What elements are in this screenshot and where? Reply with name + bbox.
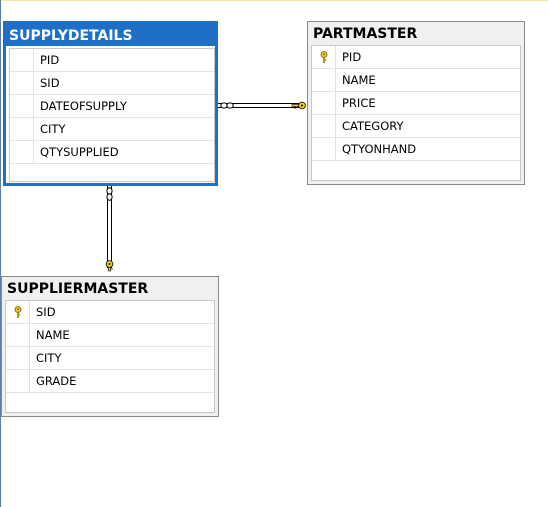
row-selector[interactable] [6,370,30,392]
table-title[interactable]: PARTMASTER [308,22,524,44]
row-selector[interactable] [312,92,336,114]
column-row[interactable]: PRICE [312,92,520,115]
column-name: GRADE [36,374,77,388]
row-selector[interactable] [312,46,336,68]
infinity-icon [106,187,113,201]
column-row[interactable]: GRADE [6,370,214,393]
row-selector[interactable] [10,49,34,71]
column-row[interactable]: PID [312,46,520,69]
column-name: SID [36,305,56,319]
row-selector[interactable] [6,301,30,323]
canvas-left-border [0,0,1,507]
key-icon [14,306,21,318]
column-name: CATEGORY [342,119,404,133]
column-row[interactable]: CITY [10,118,214,141]
column-name: CITY [36,351,62,365]
key-icon [105,260,114,272]
row-selector[interactable] [6,324,30,346]
column-row[interactable]: PID [10,49,214,72]
column-name: NAME [342,73,376,87]
column-name: PID [342,50,362,64]
column-row[interactable]: DATEOFSUPPLY [10,95,214,118]
table-suppliermaster[interactable]: SUPPLIERMASTER SID NAME CITY GRADE [1,276,219,417]
table-title[interactable]: SUPPLYDETAILS [6,24,215,46]
column-name: QTYONHAND [342,142,417,156]
column-name: SID [40,76,60,90]
column-name: CITY [40,122,66,136]
row-selector[interactable] [10,141,34,163]
column-name: NAME [36,328,70,342]
table-partmaster[interactable]: PARTMASTER PID NAME PRICE CATEGORY [307,21,525,185]
column-name: PID [40,53,60,67]
column-grid: SID NAME CITY GRADE [5,300,215,413]
column-row[interactable]: SID [6,301,214,324]
column-row[interactable]: QTYSUPPLIED [10,141,214,164]
row-selector[interactable] [312,115,336,137]
column-name: QTYSUPPLIED [40,145,119,159]
row-selector[interactable] [10,72,34,94]
row-selector[interactable] [312,69,336,91]
row-selector[interactable] [10,118,34,140]
relationship-supplydetails-suppliermaster[interactable] [99,184,119,278]
column-row[interactable]: CITY [6,347,214,370]
key-icon [291,101,306,110]
row-selector[interactable] [10,95,34,117]
column-row[interactable]: CATEGORY [312,115,520,138]
row-selector[interactable] [6,347,30,369]
column-row[interactable]: NAME [6,324,214,347]
key-icon [320,51,327,63]
row-selector[interactable] [312,138,336,160]
column-name: PRICE [342,96,376,110]
column-name: DATEOFSUPPLY [40,99,127,113]
column-row[interactable]: QTYONHAND [312,138,520,161]
relationship-supplydetails-partmaster[interactable] [216,95,308,115]
column-row[interactable]: NAME [312,69,520,92]
canvas-top-border [0,0,548,1]
table-supplydetails[interactable]: SUPPLYDETAILS PID SID DATEOFSUPPLY CITY … [3,21,218,186]
column-grid: PID NAME PRICE CATEGORY QTYONHAND [311,45,521,181]
column-row[interactable]: SID [10,72,214,95]
column-grid: PID SID DATEOFSUPPLY CITY QTYSUPPLIED [9,48,215,182]
table-title[interactable]: SUPPLIERMASTER [2,277,218,299]
infinity-icon [220,102,234,109]
